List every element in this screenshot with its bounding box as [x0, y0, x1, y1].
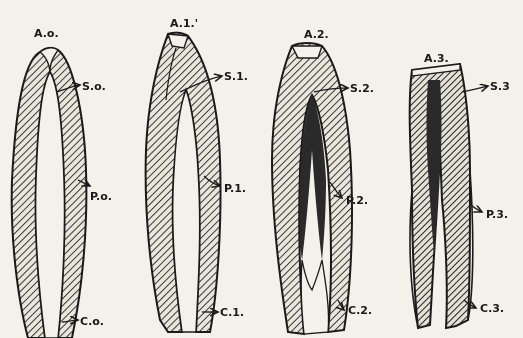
s-label-3: S.3: [490, 80, 510, 93]
p-label-3: P.3.: [486, 208, 508, 221]
s-label-1: S.1.: [224, 70, 248, 83]
apex-label-3: A.3.: [424, 52, 449, 65]
c-label-2: C.2.: [348, 304, 372, 317]
apex-label-1: A.1.': [170, 17, 198, 30]
specimen-2: [272, 43, 352, 334]
s-label-2: S.2.: [350, 82, 374, 95]
specimen-2-cavity: [301, 260, 328, 334]
specimen-0: [12, 48, 87, 338]
apex-label-2: A.2.: [304, 28, 329, 41]
p-label-0: P.o.: [90, 190, 112, 203]
specimen-0-cavity: [36, 72, 65, 338]
c-label-0: C.o.: [80, 315, 104, 328]
p-label-2: P.2.: [346, 194, 368, 207]
apex-label-0: A.o.: [34, 27, 59, 40]
s-label-0: S.o.: [82, 80, 106, 93]
c-label-1: C.1.: [220, 306, 244, 319]
c-label-3: C.3.: [480, 302, 504, 315]
specimen-3: [410, 64, 473, 328]
p-label-1: P.1.: [224, 182, 246, 195]
specimen-1: [146, 33, 221, 332]
specimen-2-crown: [292, 46, 322, 58]
arrow-s3: [462, 86, 488, 92]
